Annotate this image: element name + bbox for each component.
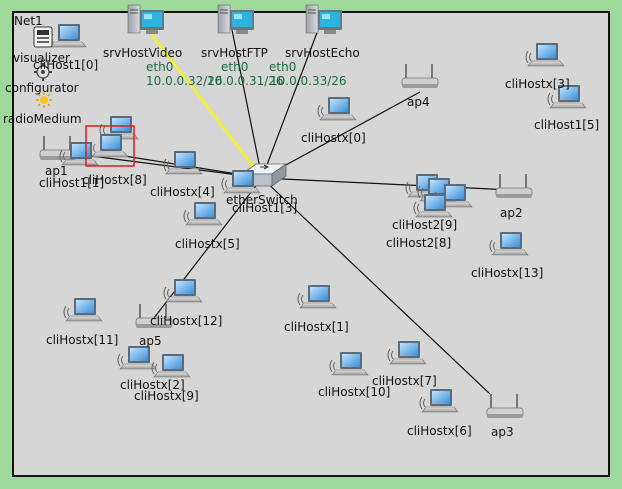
- cli-hostx-10-label: cliHostx[10]: [318, 385, 391, 399]
- cli-hostx-6-label: cliHostx[6]: [407, 424, 472, 438]
- srv-host-echo-iface: eth0: [269, 60, 297, 74]
- srv-host-echo-label: srvHostEcho: [285, 46, 360, 60]
- srv-host-ftp-iface: eth0: [221, 60, 249, 74]
- cli-host1-1-label: cliHost1[1]: [39, 176, 105, 190]
- cli-hostx-0-label: cliHostx[0]: [301, 131, 366, 145]
- network-name-label: Net1: [14, 14, 43, 28]
- srv-host-echo-ip: 10.0.0.33/26: [270, 74, 347, 88]
- selection-box: [85, 125, 135, 167]
- srv-host-video-iface: eth0: [146, 60, 174, 74]
- srv-host-ftp-label: srvHostFTP: [201, 46, 268, 60]
- srv-host-video-label: srvHostVideo: [103, 46, 183, 60]
- radio-medium-sun-icon[interactable]: [36, 92, 52, 108]
- ap5-label: ap5: [139, 334, 162, 348]
- configurator-gear-icon[interactable]: [34, 63, 52, 81]
- cli-hostx-13-label: cliHostx[13]: [471, 266, 544, 280]
- visualizer-icon[interactable]: [33, 26, 53, 48]
- cli-hostx-5-label: cliHostx[5]: [175, 237, 240, 251]
- cli-host2-9-label: cliHost2[9]: [392, 218, 458, 232]
- ether-switch-label: etherSwitch: [226, 193, 298, 207]
- cli-hostx-4-label: cliHostx[4]: [150, 185, 215, 199]
- links: [59, 29, 513, 395]
- cli-hostx-8-label: cliHostx[8]: [82, 173, 147, 187]
- video-highlight-link: [146, 29, 264, 179]
- srv-host-ftp-ip: 10.0.0.31/26: [207, 74, 284, 88]
- configurator-label: configurator: [5, 81, 79, 95]
- ap3-label: ap3: [491, 425, 514, 439]
- cli-host2-8-label: cliHost2[8]: [386, 236, 452, 250]
- ap1-label: ap1: [45, 164, 68, 178]
- cli-hostx-12-label: cliHostx[12]: [150, 314, 223, 328]
- visualizer-label: visualizer: [13, 51, 70, 65]
- cli-hostx-11-label: cliHostx[11]: [46, 333, 119, 347]
- cli-host1-5-label: cliHost1[5]: [534, 118, 600, 132]
- cli-host1-0-label: cliHost1[0]: [33, 58, 99, 72]
- cli-hostx-2-label: cliHostx[2]: [120, 378, 185, 392]
- srv-host-echo-icon[interactable]: [305, 4, 343, 35]
- ap4-label: ap4: [407, 95, 430, 109]
- srv-host-video-ip: 10.0.0.32/26: [146, 74, 223, 88]
- radio-medium-label: radioMedium: [3, 112, 82, 126]
- srv-host-video-icon[interactable]: [127, 4, 165, 35]
- ap2-label: ap2: [500, 206, 523, 220]
- cli-hostx-9-label: cliHostx[9]: [134, 389, 199, 403]
- srv-host-ftp-icon[interactable]: [217, 4, 255, 35]
- cli-hostx-7-label: cliHostx[7]: [372, 374, 437, 388]
- cli-hostx-1-label: cliHostx[1]: [284, 320, 349, 334]
- cli-hostx-3-label: cliHostx[3]: [505, 77, 570, 91]
- cli-host1-3-label: cliHost1[3]: [232, 201, 298, 215]
